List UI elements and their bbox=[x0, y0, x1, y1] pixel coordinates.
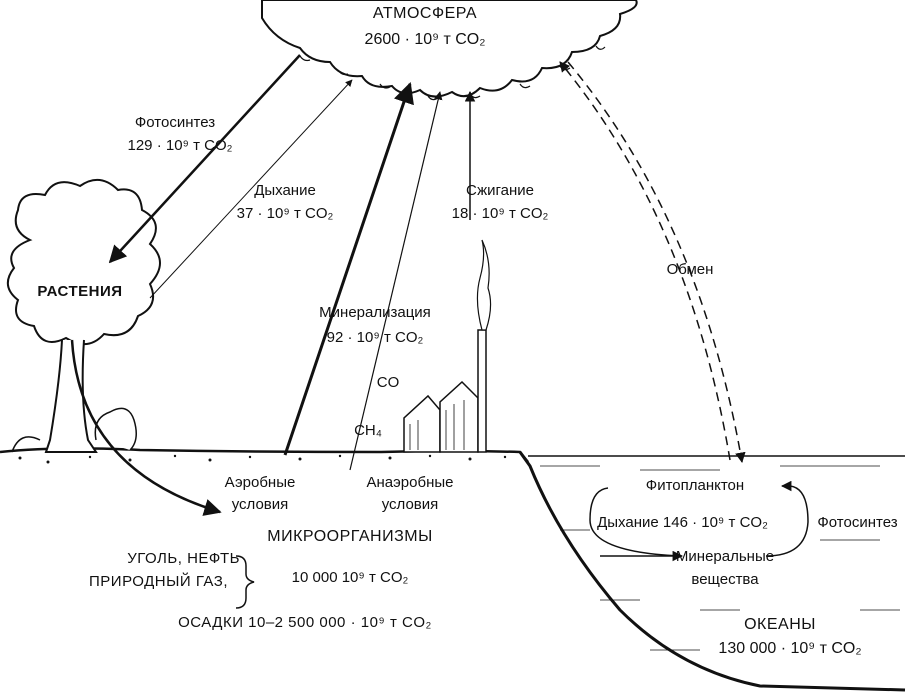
respiration-label: Дыхание bbox=[254, 182, 316, 199]
ch4-label: CH₄ bbox=[354, 422, 382, 439]
sediments-label: ОСАДКИ 10–2 500 000 · 10⁹ т CO₂ bbox=[178, 614, 432, 631]
bush bbox=[94, 407, 137, 451]
ocean-waves bbox=[540, 465, 900, 651]
exchange-label: Обмен bbox=[666, 261, 714, 278]
aerobic-line2: условия bbox=[231, 496, 289, 513]
tree bbox=[7, 179, 161, 453]
photosynthesis-amount: 129 · 10⁹ т CO₂ bbox=[127, 137, 233, 154]
fossil-brace bbox=[235, 555, 255, 609]
ocean-photosynthesis-label: Фотосинтез bbox=[817, 514, 898, 531]
exchange-arrow-up bbox=[559, 61, 731, 461]
ocean-respiration-label: Дыхание 146 · 10⁹ т CO₂ bbox=[597, 514, 768, 531]
combustion-label: Сжигание bbox=[465, 182, 535, 199]
oceans-title: ОКЕАНЫ bbox=[744, 616, 816, 633]
flame bbox=[476, 239, 492, 331]
microorganisms-label: МИКРООРГАНИЗМЫ bbox=[267, 528, 433, 545]
mineralization-amount: 92 · 10⁹ т CO₂ bbox=[326, 329, 424, 346]
ocean-cycle-loop bbox=[589, 485, 809, 557]
photosynthesis-arrow bbox=[108, 54, 301, 264]
anaerobic-line1: Анаэробные bbox=[366, 474, 454, 491]
ground-texture bbox=[18, 454, 507, 464]
minerals-line1: Минеральные bbox=[675, 548, 775, 565]
phytoplankton-label: Фитопланктон bbox=[645, 477, 745, 494]
oceans-amount: 130 000 · 10⁹ т CO₂ bbox=[718, 640, 862, 657]
atmosphere-amount: 2600 · 10⁹ т CO₂ bbox=[364, 31, 486, 48]
plant-to-microbe-arrow bbox=[70, 339, 222, 516]
exchange-arrow-down bbox=[567, 61, 746, 464]
tree-crown bbox=[7, 179, 161, 345]
respiration-amount: 37 · 10⁹ т CO₂ bbox=[236, 205, 334, 222]
ocean-basin bbox=[518, 451, 906, 692]
minerals-line2: вещества bbox=[691, 571, 759, 588]
fossil-line2: ПРИРОДНЫЙ ГАЗ, bbox=[89, 573, 228, 590]
plants-label: РАСТЕНИЯ bbox=[37, 283, 123, 300]
fossil-amount: 10 000 10⁹ т CO₂ bbox=[291, 569, 409, 586]
aerobic-line1: Аэробные bbox=[224, 474, 296, 491]
combustion-amount: 18 · 10⁹ т CO₂ bbox=[451, 205, 549, 222]
anaerobic-line2: условия bbox=[381, 496, 439, 513]
tree-trunk bbox=[44, 339, 98, 453]
factory bbox=[403, 239, 492, 453]
co-label: CO bbox=[376, 374, 400, 391]
atmosphere-title: АТМОСФЕРА bbox=[372, 5, 478, 22]
mineralization-label: Минерализация bbox=[319, 304, 431, 321]
mineralization-arrow bbox=[283, 82, 414, 456]
fossil-line1: УГОЛЬ, НЕФТЬ bbox=[127, 550, 240, 567]
respiration-arrow bbox=[149, 79, 353, 299]
anaerobic-arrow bbox=[349, 91, 443, 471]
photosynthesis-label: Фотосинтез bbox=[134, 114, 216, 131]
